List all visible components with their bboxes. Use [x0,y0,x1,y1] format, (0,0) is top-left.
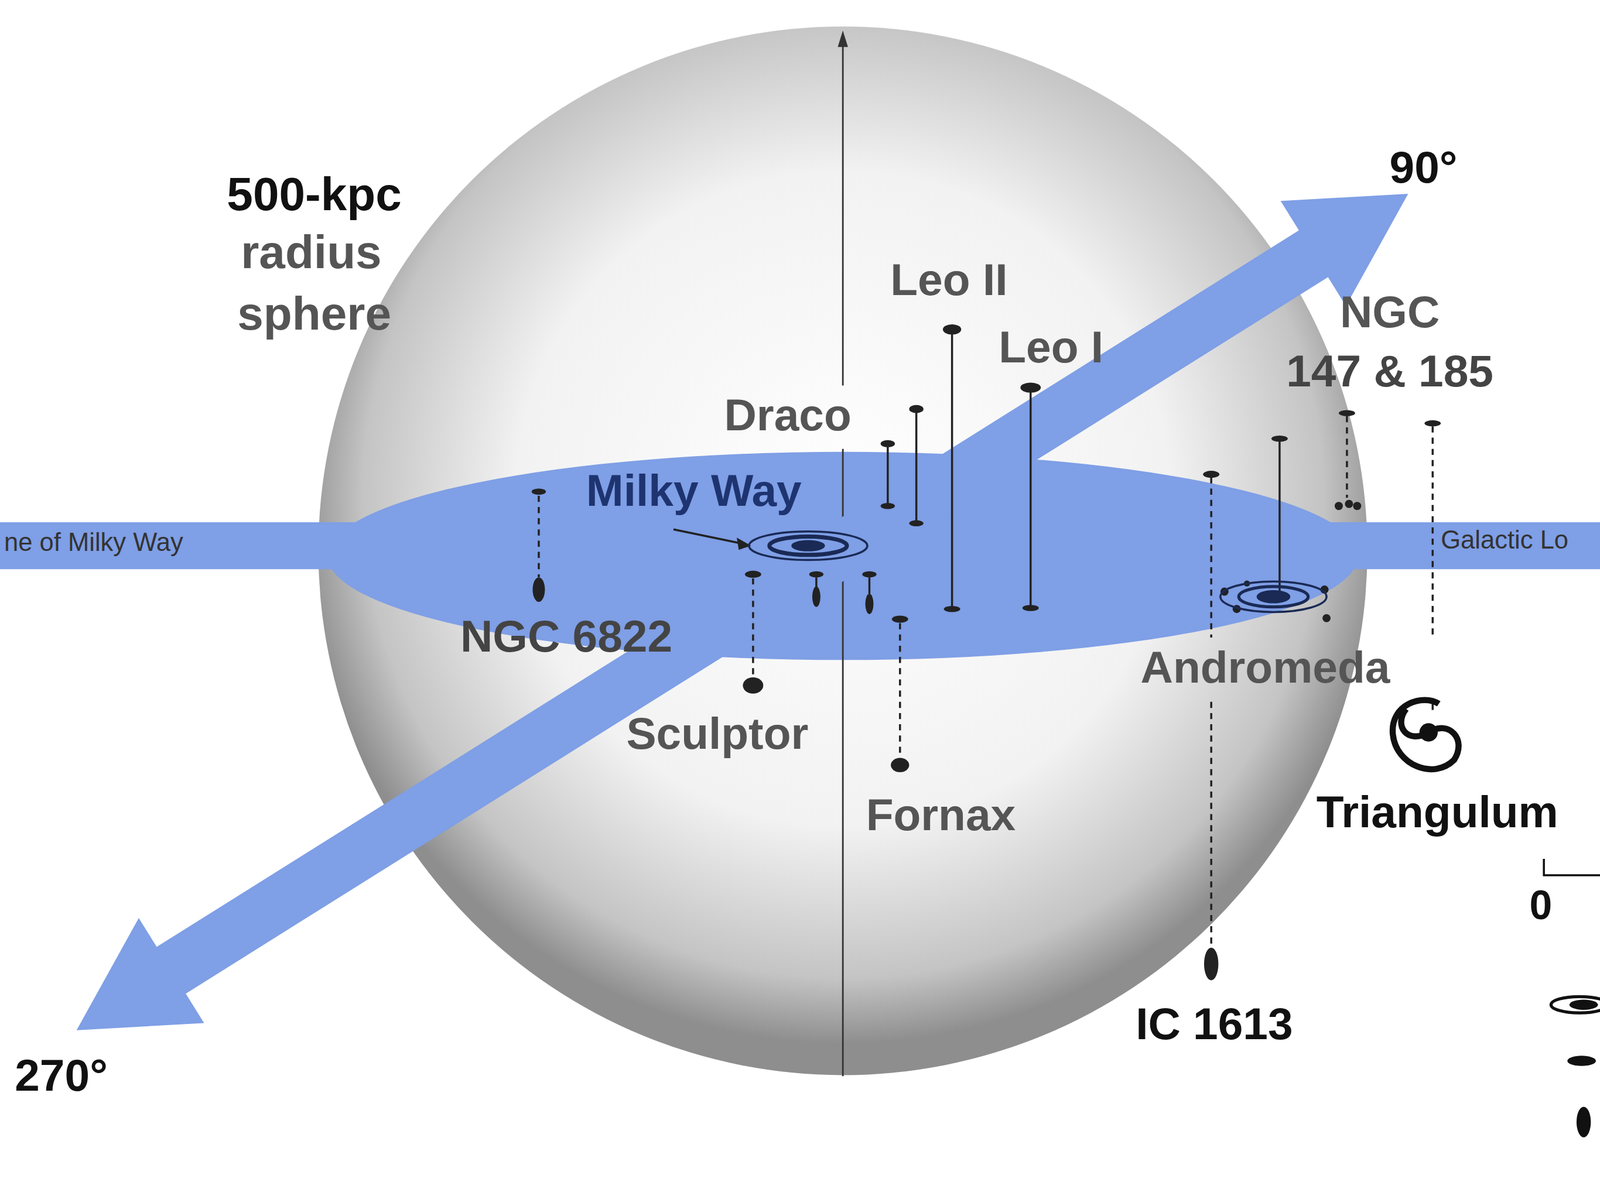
label: 147 & 185 [1286,346,1494,396]
direction-arrow [76,193,1409,1031]
leader-lines [538,333,1433,955]
triangulum-spiral [1392,700,1459,770]
label: Sculptor [626,709,809,759]
legend-icons [1550,996,1600,1138]
label: 270° [14,1051,108,1101]
scale-bar [1543,859,1600,876]
label: IC 1613 [1135,1000,1294,1050]
label: radius [240,226,382,279]
axis-head [837,30,848,47]
label: ne of Milky Way [4,528,184,557]
label: Leo I [998,322,1104,372]
label: 500-kpc [226,168,402,220]
label: 90° [1389,142,1458,193]
label: NGC 6822 [460,612,673,662]
label: Galactic Lo [1440,526,1569,555]
andromeda-spiral [1220,581,1327,613]
label: Fornax [866,790,1017,840]
label: Milky Way [586,466,802,516]
label: sphere [237,287,392,340]
label: Leo II [890,255,1008,305]
label: NGC [1339,287,1440,337]
label: Draco [723,390,851,440]
label: Triangulum [1316,787,1559,837]
label: 0 [1529,882,1553,928]
label: Andromeda [1140,643,1391,693]
milky-way-spiral [749,531,868,561]
